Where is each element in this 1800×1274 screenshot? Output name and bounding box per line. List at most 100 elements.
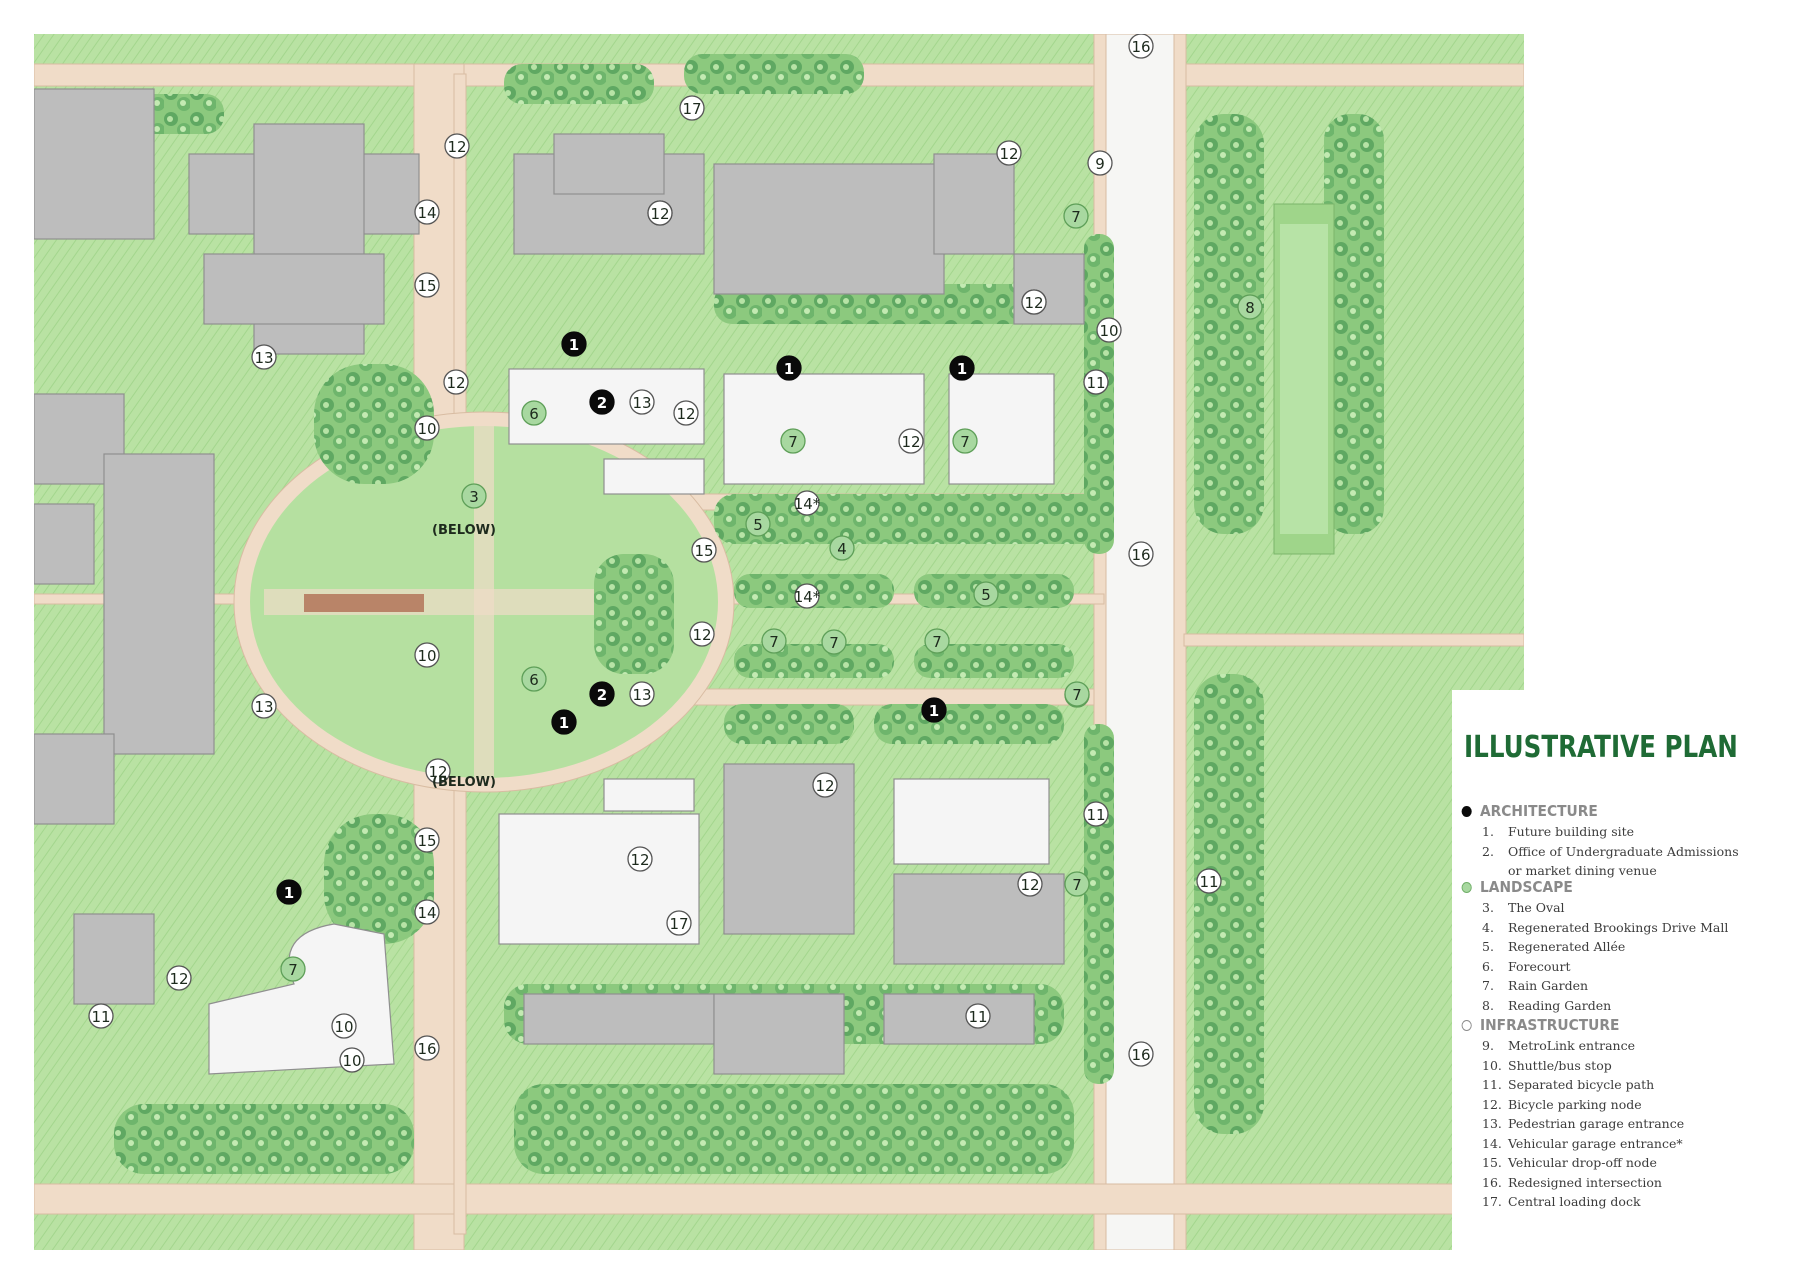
architecture-marker-circle xyxy=(551,709,577,735)
infrastructure-marker: 12 xyxy=(647,200,673,226)
infrastructure-marker-label: 10 xyxy=(334,1018,353,1036)
legend-item: 3.The Oval xyxy=(1482,900,1565,915)
infrastructure-marker: 15 xyxy=(414,827,440,853)
infrastructure-marker-label: 15 xyxy=(417,277,436,295)
infrastructure-marker-label: 16 xyxy=(1131,546,1150,564)
infrastructure-marker-circle xyxy=(965,1003,991,1029)
infrastructure-marker-label: 12 xyxy=(815,777,834,795)
legend-item: 6.Forecourt xyxy=(1482,958,1571,974)
legend-dot-icon xyxy=(1461,806,1472,817)
infrastructure-marker: 11 xyxy=(965,1003,991,1029)
infrastructure-marker-label: 12 xyxy=(650,205,669,223)
infrastructure-marker-circle xyxy=(88,1003,114,1029)
architecture-marker: 1 xyxy=(949,355,975,381)
infrastructure-marker: 10 xyxy=(414,642,440,668)
landscape-marker-circle xyxy=(1064,871,1090,897)
landscape-marker: 7 xyxy=(780,428,806,454)
infrastructure-marker-label: 13 xyxy=(254,349,273,367)
infrastructure-marker: 13 xyxy=(251,344,277,370)
infrastructure-marker-label: 13 xyxy=(254,698,273,716)
architecture-marker-label: 1 xyxy=(569,336,579,354)
infrastructure-marker: 10 xyxy=(331,1013,357,1039)
architecture-marker: 2 xyxy=(589,389,615,415)
infrastructure-marker-circle xyxy=(414,199,440,225)
infrastructure-marker: 14 xyxy=(414,899,440,925)
infrastructure-marker-circle xyxy=(414,272,440,298)
infrastructure-marker: 14* xyxy=(794,583,821,609)
architecture-marker-label: 1 xyxy=(559,714,569,732)
landscape-marker-circle xyxy=(821,629,847,655)
infrastructure-marker: 11 xyxy=(1083,801,1109,827)
landscape-marker-circle xyxy=(461,483,487,509)
infrastructure-marker-label: 10 xyxy=(1099,322,1118,340)
infrastructure-marker-label: 13 xyxy=(632,686,651,704)
infrastructure-marker-label: 12 xyxy=(1020,876,1039,894)
infrastructure-marker: 16 xyxy=(1128,541,1154,567)
architecture-marker-circle xyxy=(589,681,615,707)
infrastructure-marker: 11 xyxy=(1196,868,1222,894)
landscape-marker-label: 7 xyxy=(932,633,942,651)
legend-item: 2.Office of Undergraduate Admissions xyxy=(1482,843,1739,859)
infrastructure-marker-circle xyxy=(898,428,924,454)
infrastructure-marker-circle xyxy=(673,400,699,426)
infrastructure-marker: 12 xyxy=(1021,289,1047,315)
infrastructure-marker: 15 xyxy=(691,537,717,563)
infrastructure-marker-label: 12 xyxy=(428,763,447,781)
landscape-marker: 7 xyxy=(952,428,978,454)
legend-item: 17.Central loading dock xyxy=(1482,1194,1641,1209)
landscape-marker: 7 xyxy=(1064,871,1090,897)
infrastructure-marker-circle xyxy=(414,899,440,925)
infrastructure-marker: 12 xyxy=(898,428,924,454)
legend-item: 14.Vehicular garage entrance* xyxy=(1482,1135,1683,1151)
below-label-south: (BELOW) xyxy=(432,775,496,790)
below-label-north: (BELOW) xyxy=(432,523,496,538)
legend-item: 4.Regenerated Brookings Drive Mall xyxy=(1482,919,1729,935)
landscape-marker-circle xyxy=(521,400,547,426)
architecture-marker-label: 2 xyxy=(597,394,607,412)
infrastructure-marker: 16 xyxy=(1128,34,1154,59)
landscape-marker-circle xyxy=(1064,681,1090,707)
infrastructure-marker: 12 xyxy=(1017,871,1043,897)
architecture-marker-label: 1 xyxy=(284,884,294,902)
infrastructure-marker-label: 16 xyxy=(417,1040,436,1058)
architecture-marker: 1 xyxy=(561,331,587,357)
legend-item: 13.Pedestrian garage entrance xyxy=(1482,1116,1685,1131)
landscape-marker-circle xyxy=(924,628,950,654)
infrastructure-marker-circle xyxy=(414,642,440,668)
legend-item: or market dining venue xyxy=(1508,863,1657,878)
infrastructure-marker: 13 xyxy=(629,389,655,415)
infrastructure-marker: 10 xyxy=(339,1047,365,1073)
infrastructure-marker: 14* xyxy=(794,490,821,516)
infrastructure-marker: 16 xyxy=(414,1035,440,1061)
landscape-marker-circle xyxy=(761,628,787,654)
infrastructure-marker-circle xyxy=(1087,150,1113,176)
infrastructure-marker-circle xyxy=(166,965,192,991)
architecture-marker: 1 xyxy=(551,709,577,735)
infrastructure-marker: 12 xyxy=(996,140,1022,166)
landscape-marker-label: 7 xyxy=(960,433,970,451)
infrastructure-marker-label: 12 xyxy=(999,145,1018,163)
infrastructure-marker-circle xyxy=(689,621,715,647)
infrastructure-marker: 12 xyxy=(812,772,838,798)
landscape-marker-label: 7 xyxy=(829,634,839,652)
infrastructure-marker-label: 12 xyxy=(630,851,649,869)
infrastructure-marker-label: 13 xyxy=(632,394,651,412)
infrastructure-marker: 12 xyxy=(166,965,192,991)
landscape-marker: 3 xyxy=(461,483,487,509)
legend-dot-icon xyxy=(1461,1020,1472,1031)
legend-dot-icon xyxy=(1461,882,1472,893)
infrastructure-marker: 11 xyxy=(88,1003,114,1029)
infrastructure-marker-label: 10 xyxy=(417,420,436,438)
infrastructure-marker-label: 12 xyxy=(1024,294,1043,312)
infrastructure-marker-label: 16 xyxy=(1131,1046,1150,1064)
infrastructure-marker: 12 xyxy=(689,621,715,647)
infrastructure-marker: 16 xyxy=(1128,1041,1154,1067)
legend-item: 15.Vehicular drop-off node xyxy=(1482,1155,1657,1170)
legend-title: ILLUSTRATIVE PLAN xyxy=(1464,730,1738,765)
infrastructure-marker: 11 xyxy=(1083,369,1109,395)
infrastructure-marker-circle xyxy=(251,344,277,370)
landscape-marker-label: 3 xyxy=(469,488,479,506)
